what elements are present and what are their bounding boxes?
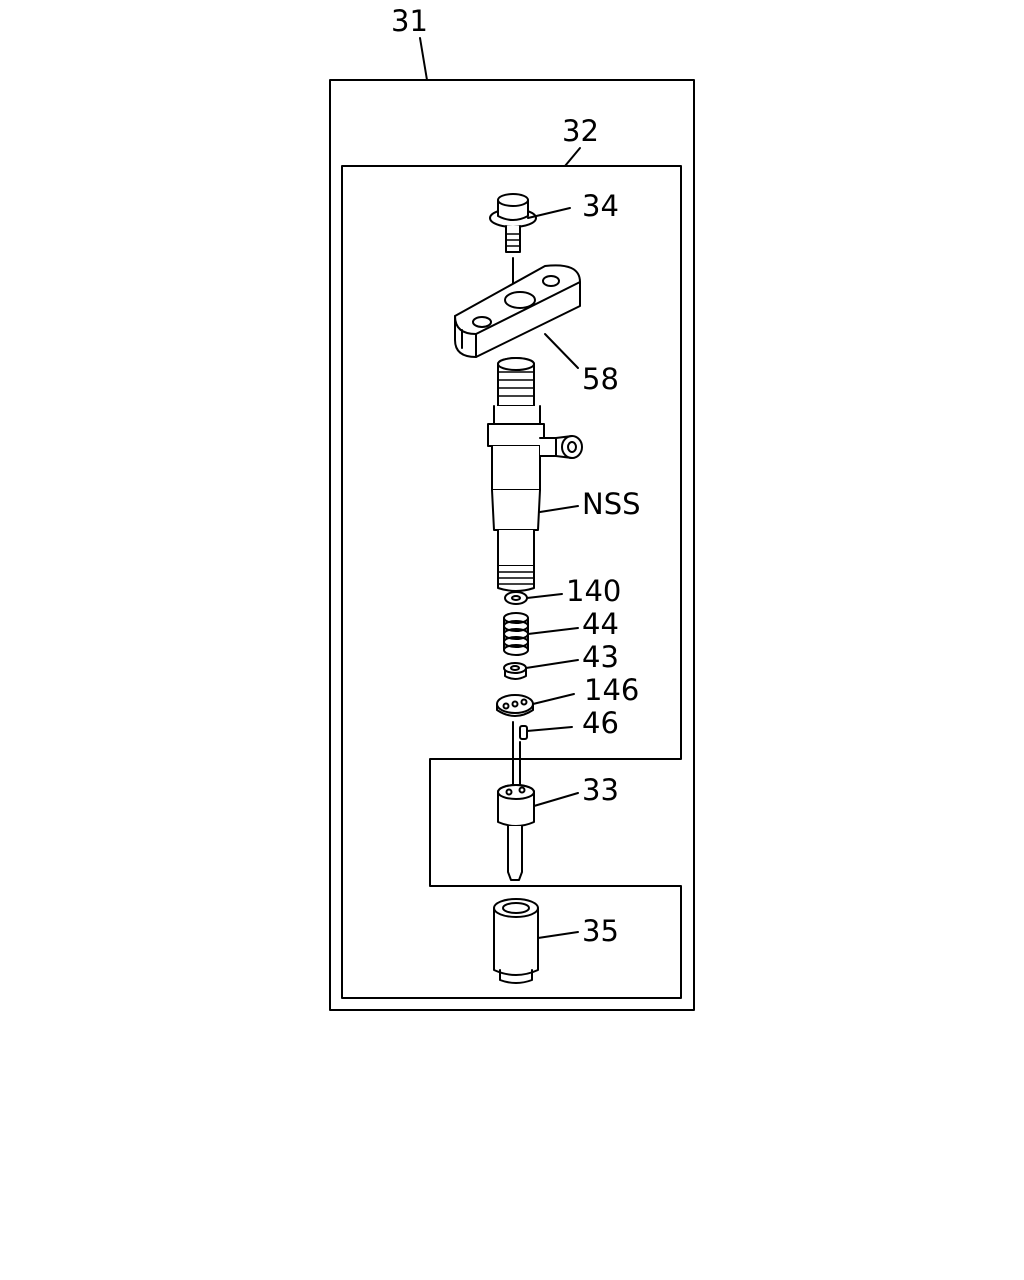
callout-140: 140 — [566, 574, 621, 608]
callout-43: 43 — [582, 640, 619, 674]
leader-32 — [564, 147, 581, 167]
callout-58: 58 — [582, 362, 619, 396]
callout-33: 33 — [582, 773, 619, 807]
callout-35: 35 — [582, 914, 619, 948]
callout-nss: NSS — [582, 487, 641, 521]
callout-32: 32 — [562, 114, 599, 148]
injector-body-nss — [487, 357, 583, 592]
spring-seat-43 — [503, 662, 527, 680]
callout-34: 34 — [582, 189, 619, 223]
pin-46 — [519, 725, 528, 740]
callout-31: 31 — [391, 4, 428, 38]
callout-146: 146 — [584, 673, 639, 707]
clamp-58 — [454, 264, 581, 358]
nozzle-33 — [497, 721, 535, 881]
leader-146 — [532, 693, 575, 705]
leader-33 — [533, 792, 579, 807]
leader-35 — [537, 931, 579, 939]
leader-58 — [544, 333, 579, 369]
assembly-32-frame — [341, 165, 682, 999]
retaining-nut-35 — [493, 898, 539, 984]
spacer-plate-146 — [496, 694, 534, 717]
spring-44 — [503, 612, 529, 656]
leader-140 — [526, 593, 563, 599]
callout-46: 46 — [582, 706, 619, 740]
callout-44: 44 — [582, 607, 619, 641]
leader-31 — [419, 37, 428, 81]
washer-140 — [504, 591, 528, 605]
leader-nss — [539, 505, 579, 513]
leader-46 — [526, 726, 573, 732]
assembly-31-frame — [329, 79, 695, 1011]
leader-34 — [527, 207, 571, 219]
leader-44 — [527, 627, 579, 635]
leader-43 — [525, 659, 579, 669]
